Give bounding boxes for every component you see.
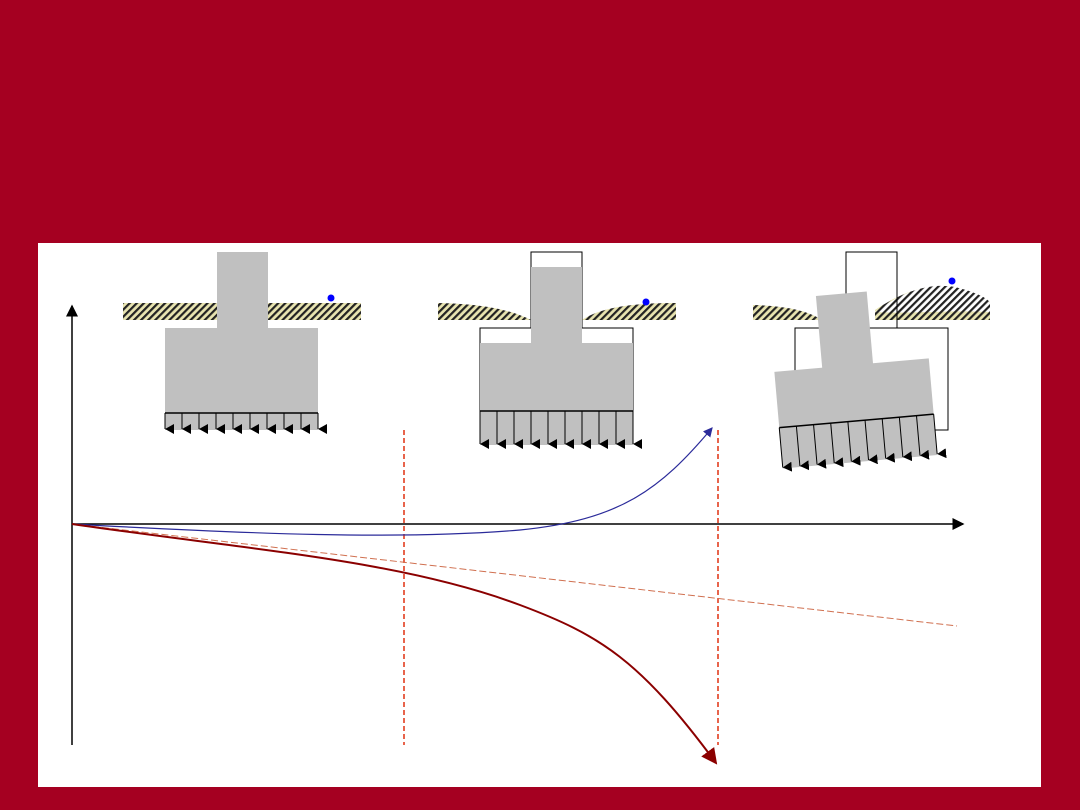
pressure-arrow (898, 417, 913, 462)
pressure-arrow (847, 421, 861, 466)
pressure-arrow (916, 415, 930, 460)
heave-curve (71, 427, 713, 536)
pressure-arrow (933, 414, 947, 459)
pressure-band (480, 411, 633, 445)
footing-base (774, 358, 934, 428)
marker-dot (642, 298, 650, 306)
pressure-band (779, 414, 938, 469)
pressure-arrow (864, 420, 878, 465)
pressure-diagram (164, 412, 327, 434)
footing-column (531, 267, 582, 343)
footing-stage-1 (123, 252, 361, 434)
footing-stage-3 (753, 251, 990, 472)
pressure-arrow (881, 418, 896, 463)
settlement-curve (71, 523, 718, 765)
footing-stage-2 (438, 251, 676, 449)
footing-base (480, 343, 633, 411)
pressure-band (165, 413, 318, 430)
pressure-baseline (779, 413, 934, 429)
footing-base (165, 328, 318, 413)
pressure-arrow (830, 423, 844, 468)
soil-heave (875, 285, 990, 313)
footing-column (217, 252, 268, 328)
soil-surface (438, 303, 676, 320)
pressure-diagram (778, 413, 947, 472)
pressure-arrow (778, 427, 793, 472)
linear-reference-line (71, 523, 958, 627)
marker-dot (327, 294, 335, 302)
pressure-diagram (479, 410, 642, 449)
pressure-arrow (795, 426, 810, 471)
marker-dot (948, 277, 956, 285)
footing-column (815, 291, 874, 372)
pressure-arrow (813, 424, 827, 469)
